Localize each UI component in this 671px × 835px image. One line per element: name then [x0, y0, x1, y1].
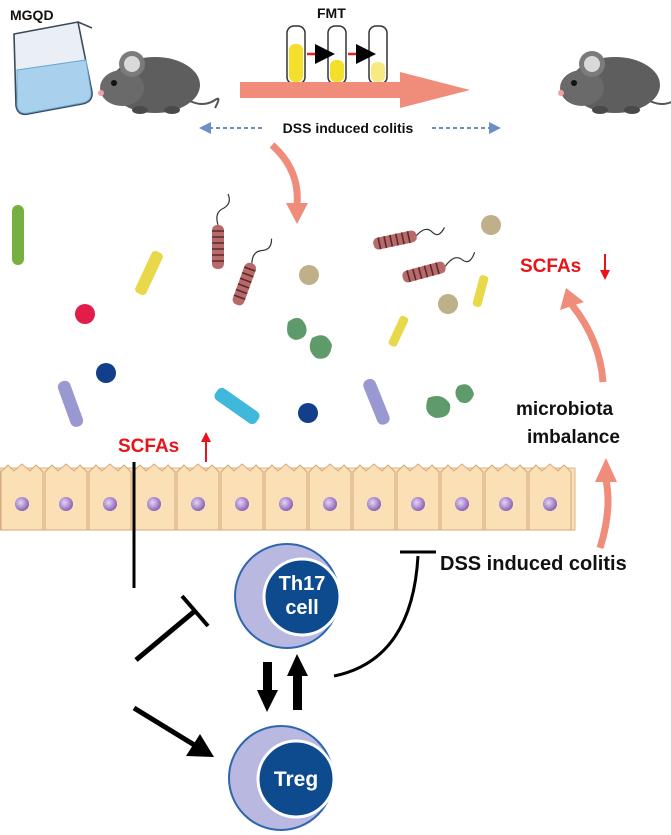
- epithelial-cell: [440, 463, 484, 531]
- bacterium-icon: [57, 380, 84, 427]
- mouse-icon: [558, 51, 671, 114]
- epithelial-cell: [484, 463, 528, 531]
- bacterium-icon: [232, 238, 273, 306]
- epithelial-cell: [88, 463, 132, 531]
- epithelial-cell: [308, 463, 352, 531]
- fmt-arrow: [240, 72, 470, 108]
- model-label-right: DSS induced colitis: [440, 553, 627, 575]
- cell-icon: [234, 543, 342, 649]
- bacterium-icon: [214, 387, 260, 425]
- th17-label-1: Th17: [279, 573, 326, 595]
- bacterium-icon: [298, 403, 318, 423]
- bacterium-icon: [96, 363, 116, 383]
- bacterium-icon: [481, 215, 501, 235]
- epithelial-cell: [264, 463, 308, 531]
- epithelial-cell: [0, 463, 44, 531]
- bacterium-icon: [299, 265, 319, 285]
- dss-to-imbalance-arrow: [595, 458, 617, 550]
- promote-arrow: [132, 705, 214, 757]
- beaker-icon: [13, 21, 93, 116]
- bacterium-icon: [455, 384, 474, 403]
- epithelial-cell: [220, 463, 264, 531]
- bacterium-icon: [363, 378, 390, 425]
- up-arrow-icon: [201, 432, 211, 462]
- bacterium-icon: [287, 317, 307, 340]
- imbalance-arrow: [560, 288, 607, 383]
- scfa-low-label: SCFAs: [520, 256, 581, 277]
- treatment-label: MGQD: [10, 7, 54, 23]
- th17-label-2: cell: [285, 597, 318, 619]
- down-arrow: [269, 142, 308, 224]
- bacterium-icon: [309, 335, 332, 359]
- bacterium-icon: [373, 227, 446, 250]
- bacterium-icon: [472, 275, 489, 308]
- epithelial-cell: [396, 463, 440, 531]
- treg-label: Treg: [274, 768, 318, 791]
- epithelial-cell: [528, 463, 572, 531]
- model-label-top: DSS induced colitis: [283, 120, 414, 136]
- bacterium-icon: [212, 193, 230, 269]
- epithelial-cell: [44, 463, 88, 531]
- epithelial-cell: [176, 463, 220, 531]
- epithelial-cell: [132, 463, 176, 531]
- imbalance-label-1: microbiota: [516, 399, 614, 420]
- bacterium-icon: [12, 205, 24, 265]
- transplant-label: FMT: [317, 5, 346, 21]
- bacterium-icon: [135, 250, 163, 296]
- bacterium-icon: [426, 396, 451, 418]
- mouse-icon: [98, 51, 220, 114]
- imbalance-label-2: imbalance: [527, 427, 620, 448]
- down-arrow-icon: [600, 254, 610, 280]
- epithelial-cell: [352, 463, 396, 531]
- bacterium-icon: [388, 315, 409, 347]
- epithelium: [0, 463, 576, 531]
- scfa-high-label: SCFAs: [118, 436, 179, 457]
- inhibit-arrow: [134, 594, 210, 662]
- bacterium-icon: [75, 304, 95, 324]
- dss-inhibit: [333, 550, 436, 678]
- test-tube-icon: [286, 25, 388, 85]
- cell-icon: [228, 725, 336, 831]
- bacterium-icon: [402, 252, 476, 283]
- bacterium-icon: [438, 294, 458, 314]
- conversion-arrows: [257, 654, 308, 712]
- microbiota: [12, 193, 501, 427]
